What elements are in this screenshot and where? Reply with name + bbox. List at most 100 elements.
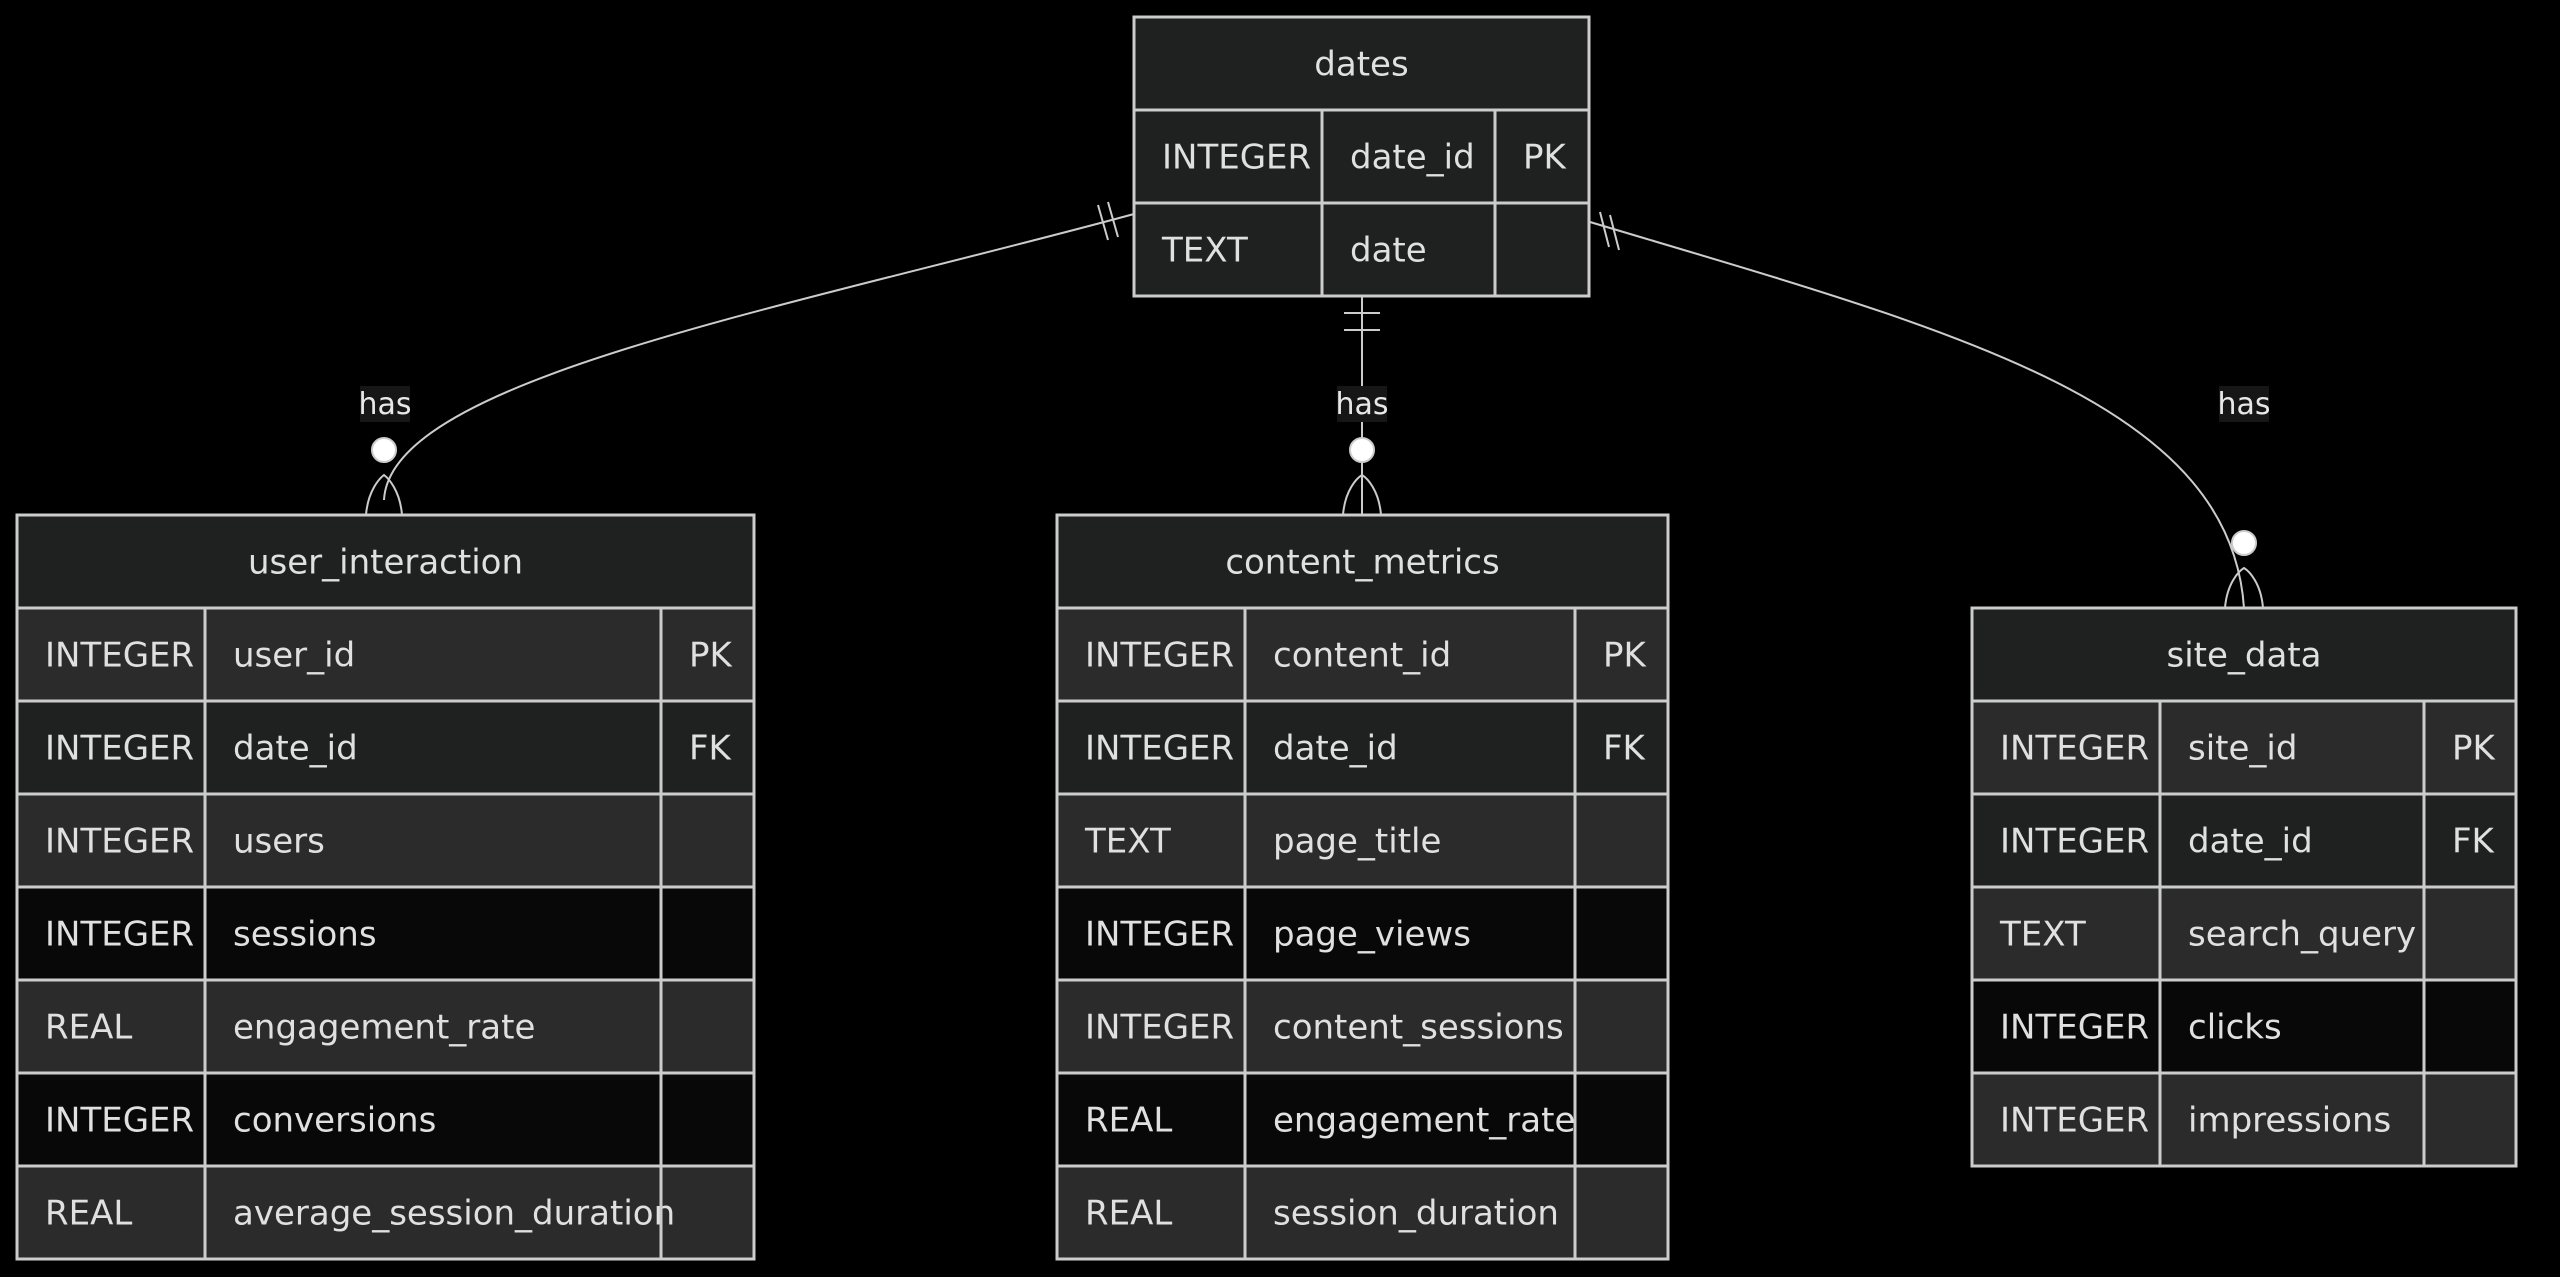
entity-title: dates (1314, 45, 1408, 85)
attribute-name: sessions (233, 915, 377, 955)
attribute-name: date_id (1273, 729, 1398, 769)
attribute-row (17, 794, 754, 887)
attribute-type: INTEGER (1085, 729, 1234, 769)
relationship-dates-user-interaction: has (358, 201, 1135, 516)
attribute-name: site_id (2188, 729, 2297, 769)
attribute-type: INTEGER (1085, 915, 1234, 955)
entity-header (1972, 608, 2516, 701)
attribute-type: INTEGER (45, 636, 194, 676)
entity-border (1132, 15, 1591, 298)
attribute-type: INTEGER (45, 729, 194, 769)
entity-title: site_data (2167, 636, 2322, 676)
attribute-type: INTEGER (2000, 729, 2149, 769)
attribute-name: content_sessions (1273, 1008, 1564, 1048)
attribute-row (17, 1166, 754, 1259)
relationship-label: has (1335, 387, 1388, 422)
attribute-name: date (1350, 231, 1427, 271)
attribute-row (1057, 980, 1668, 1073)
relationship-label: has (2217, 387, 2270, 422)
attribute-row (1057, 794, 1668, 887)
attribute-type: REAL (1085, 1101, 1172, 1141)
attribute-row (1057, 701, 1668, 794)
attribute-type: INTEGER (45, 1101, 194, 1141)
entity-title: content_metrics (1225, 543, 1499, 583)
relationship-label-bg (1337, 386, 1387, 422)
attribute-name: date_id (1350, 138, 1475, 178)
attribute-name: content_id (1273, 636, 1451, 676)
attribute-type: INTEGER (1085, 1008, 1234, 1048)
attribute-name: engagement_rate (1273, 1101, 1575, 1141)
attribute-type: REAL (45, 1194, 132, 1234)
attribute-name: session_duration (1273, 1194, 1559, 1234)
one-marker (1609, 214, 1620, 251)
attribute-type: INTEGER (1085, 636, 1234, 676)
entity-title: user_interaction (248, 543, 523, 583)
zero-marker (371, 437, 397, 463)
attribute-name: page_views (1273, 915, 1471, 955)
entity-border (1970, 606, 2518, 1168)
one-marker (1107, 201, 1119, 238)
attribute-row (17, 980, 754, 1073)
many-marker (2224, 566, 2264, 609)
entity-border (15, 513, 756, 1261)
attribute-row (1057, 608, 1668, 701)
attribute-type: INTEGER (1162, 138, 1311, 178)
relationship-label-bg (360, 386, 410, 422)
attribute-type: TEXT (1161, 231, 1248, 271)
zero-marker (1349, 437, 1375, 463)
relationship-label: has (358, 387, 411, 422)
attribute-row (1057, 1073, 1668, 1166)
entity-header (1057, 515, 1668, 608)
attribute-row (17, 608, 754, 701)
entity-header (17, 515, 754, 608)
attribute-row (17, 701, 754, 794)
one-marker (1599, 211, 1610, 248)
attribute-name: clicks (2188, 1008, 2282, 1048)
relationship-line (1589, 221, 2245, 609)
attribute-row (1134, 110, 1589, 203)
attribute-type: TEXT (1999, 915, 2086, 955)
many-marker (1342, 473, 1382, 516)
many-marker (365, 473, 403, 516)
entity-header (1134, 17, 1589, 110)
attribute-type: INTEGER (2000, 1101, 2149, 1141)
attribute-row (17, 1073, 754, 1166)
attribute-name: date_id (233, 729, 358, 769)
attribute-name: impressions (2188, 1101, 2391, 1141)
attribute-type: INTEGER (45, 822, 194, 862)
attribute-name: users (233, 822, 325, 862)
entity-border (1055, 513, 1670, 1261)
attribute-row (1134, 203, 1589, 296)
attribute-key: FK (1603, 729, 1647, 769)
attribute-row (1057, 887, 1668, 980)
attribute-key: PK (689, 636, 734, 676)
attribute-key: FK (689, 729, 733, 769)
relationship-dates-site-data: has (1589, 211, 2271, 609)
attribute-key: PK (2452, 729, 2497, 769)
attribute-type: INTEGER (2000, 1008, 2149, 1048)
one-marker (1097, 204, 1109, 241)
relationship-dates-content-metrics: has (1335, 297, 1389, 516)
attribute-row (1057, 1166, 1668, 1259)
attribute-type: REAL (1085, 1194, 1172, 1234)
attribute-name: conversions (233, 1101, 436, 1141)
attribute-key: FK (2452, 822, 2496, 862)
attribute-type: INTEGER (45, 915, 194, 955)
attribute-type: REAL (45, 1008, 132, 1048)
relationships-layer: has has has (358, 201, 2271, 609)
attribute-name: page_title (1273, 822, 1441, 862)
attribute-key: PK (1603, 636, 1648, 676)
relationship-line (383, 213, 1135, 501)
attribute-type: INTEGER (2000, 822, 2149, 862)
attribute-type: TEXT (1084, 822, 1171, 862)
attribute-name: average_session_duration (233, 1194, 675, 1234)
attribute-key: PK (1523, 138, 1568, 178)
attribute-name: search_query (2188, 915, 2416, 955)
attribute-row (17, 887, 754, 980)
